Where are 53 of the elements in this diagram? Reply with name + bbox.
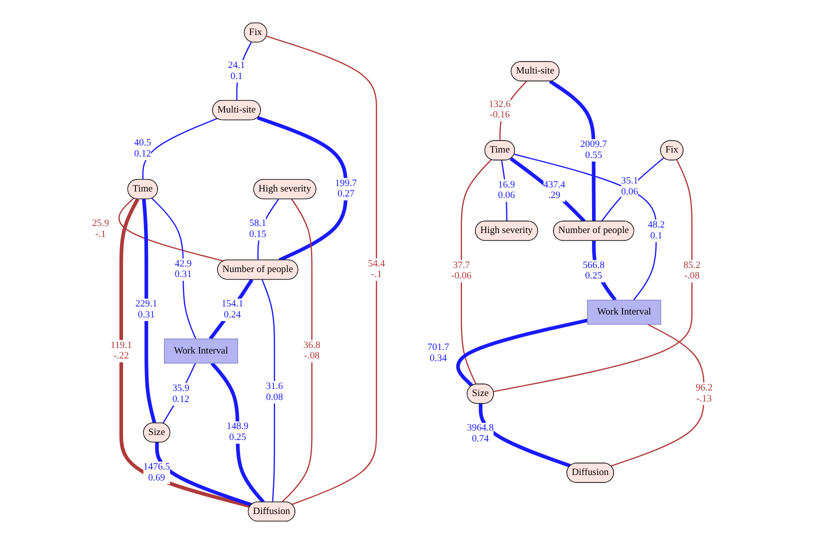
edge-label: 229.1 0.31 bbox=[135, 298, 158, 320]
edge-label: 1476.5 0.69 bbox=[143, 462, 170, 484]
edge-label: 40.5 0.12 bbox=[134, 138, 152, 160]
edge-label: 31.6 0.08 bbox=[266, 381, 283, 403]
edge-label: 25.9 -.1 bbox=[92, 218, 110, 240]
edge-label: 132.6 -0.16 bbox=[488, 98, 511, 120]
connector bbox=[549, 80, 596, 222]
edge-label: 437.4 .29 bbox=[543, 179, 566, 201]
connector bbox=[256, 116, 348, 262]
edge-label: 36.8 -.08 bbox=[303, 340, 320, 362]
connector bbox=[155, 442, 252, 507]
edge-label: 2009.7 0.55 bbox=[580, 139, 607, 161]
edge-label: 85.2 -.08 bbox=[683, 260, 700, 282]
node-box: Work Interval bbox=[164, 338, 238, 364]
edge-label: 24.1 0.1 bbox=[228, 60, 246, 82]
edge-label: 199.7 0.27 bbox=[335, 178, 357, 200]
connector bbox=[210, 362, 265, 504]
connector bbox=[456, 318, 588, 388]
node-box: Work Interval bbox=[587, 300, 662, 325]
connector bbox=[510, 157, 586, 223]
edge-label: 148.9 0.25 bbox=[226, 421, 249, 443]
connector bbox=[142, 198, 156, 424]
edge-label: 35.9 0.12 bbox=[172, 383, 190, 404]
edge-label: 48.2 0.1 bbox=[648, 220, 665, 242]
connector bbox=[162, 362, 196, 424]
connector bbox=[478, 404, 571, 468]
edge-label: 154.1 0.24 bbox=[221, 298, 244, 320]
connector bbox=[119, 198, 251, 508]
edge-label: 37.7 -0.06 bbox=[451, 260, 472, 282]
edge-label: 566.8 0.25 bbox=[582, 260, 605, 282]
connector bbox=[460, 159, 492, 385]
connector bbox=[208, 278, 254, 340]
connector bbox=[610, 324, 705, 467]
connector bbox=[257, 198, 280, 260]
connector bbox=[152, 198, 196, 340]
edge-label: 701.7 0.34 bbox=[427, 342, 450, 364]
edge-label: 16.9 0.06 bbox=[498, 179, 515, 201]
edge-label: 96.2 -.13 bbox=[696, 382, 713, 404]
connector bbox=[262, 279, 276, 502]
edge-label: 3964.8 0.74 bbox=[466, 422, 494, 444]
connector bbox=[601, 157, 664, 222]
edge-label: 42.9 0.31 bbox=[174, 258, 192, 280]
connector bbox=[142, 118, 218, 180]
edge-label: 58.1 0.15 bbox=[249, 218, 266, 240]
connector bbox=[282, 198, 312, 503]
edge-label: 119.1 -.22 bbox=[110, 340, 132, 362]
connector bbox=[592, 240, 617, 302]
connector bbox=[266, 36, 378, 505]
edge-label: 35.1 0.06 bbox=[621, 175, 638, 197]
connector bbox=[514, 154, 657, 300]
connector bbox=[236, 42, 252, 101]
edge-label: 54.4 -.1 bbox=[368, 258, 385, 280]
connector bbox=[118, 198, 224, 262]
